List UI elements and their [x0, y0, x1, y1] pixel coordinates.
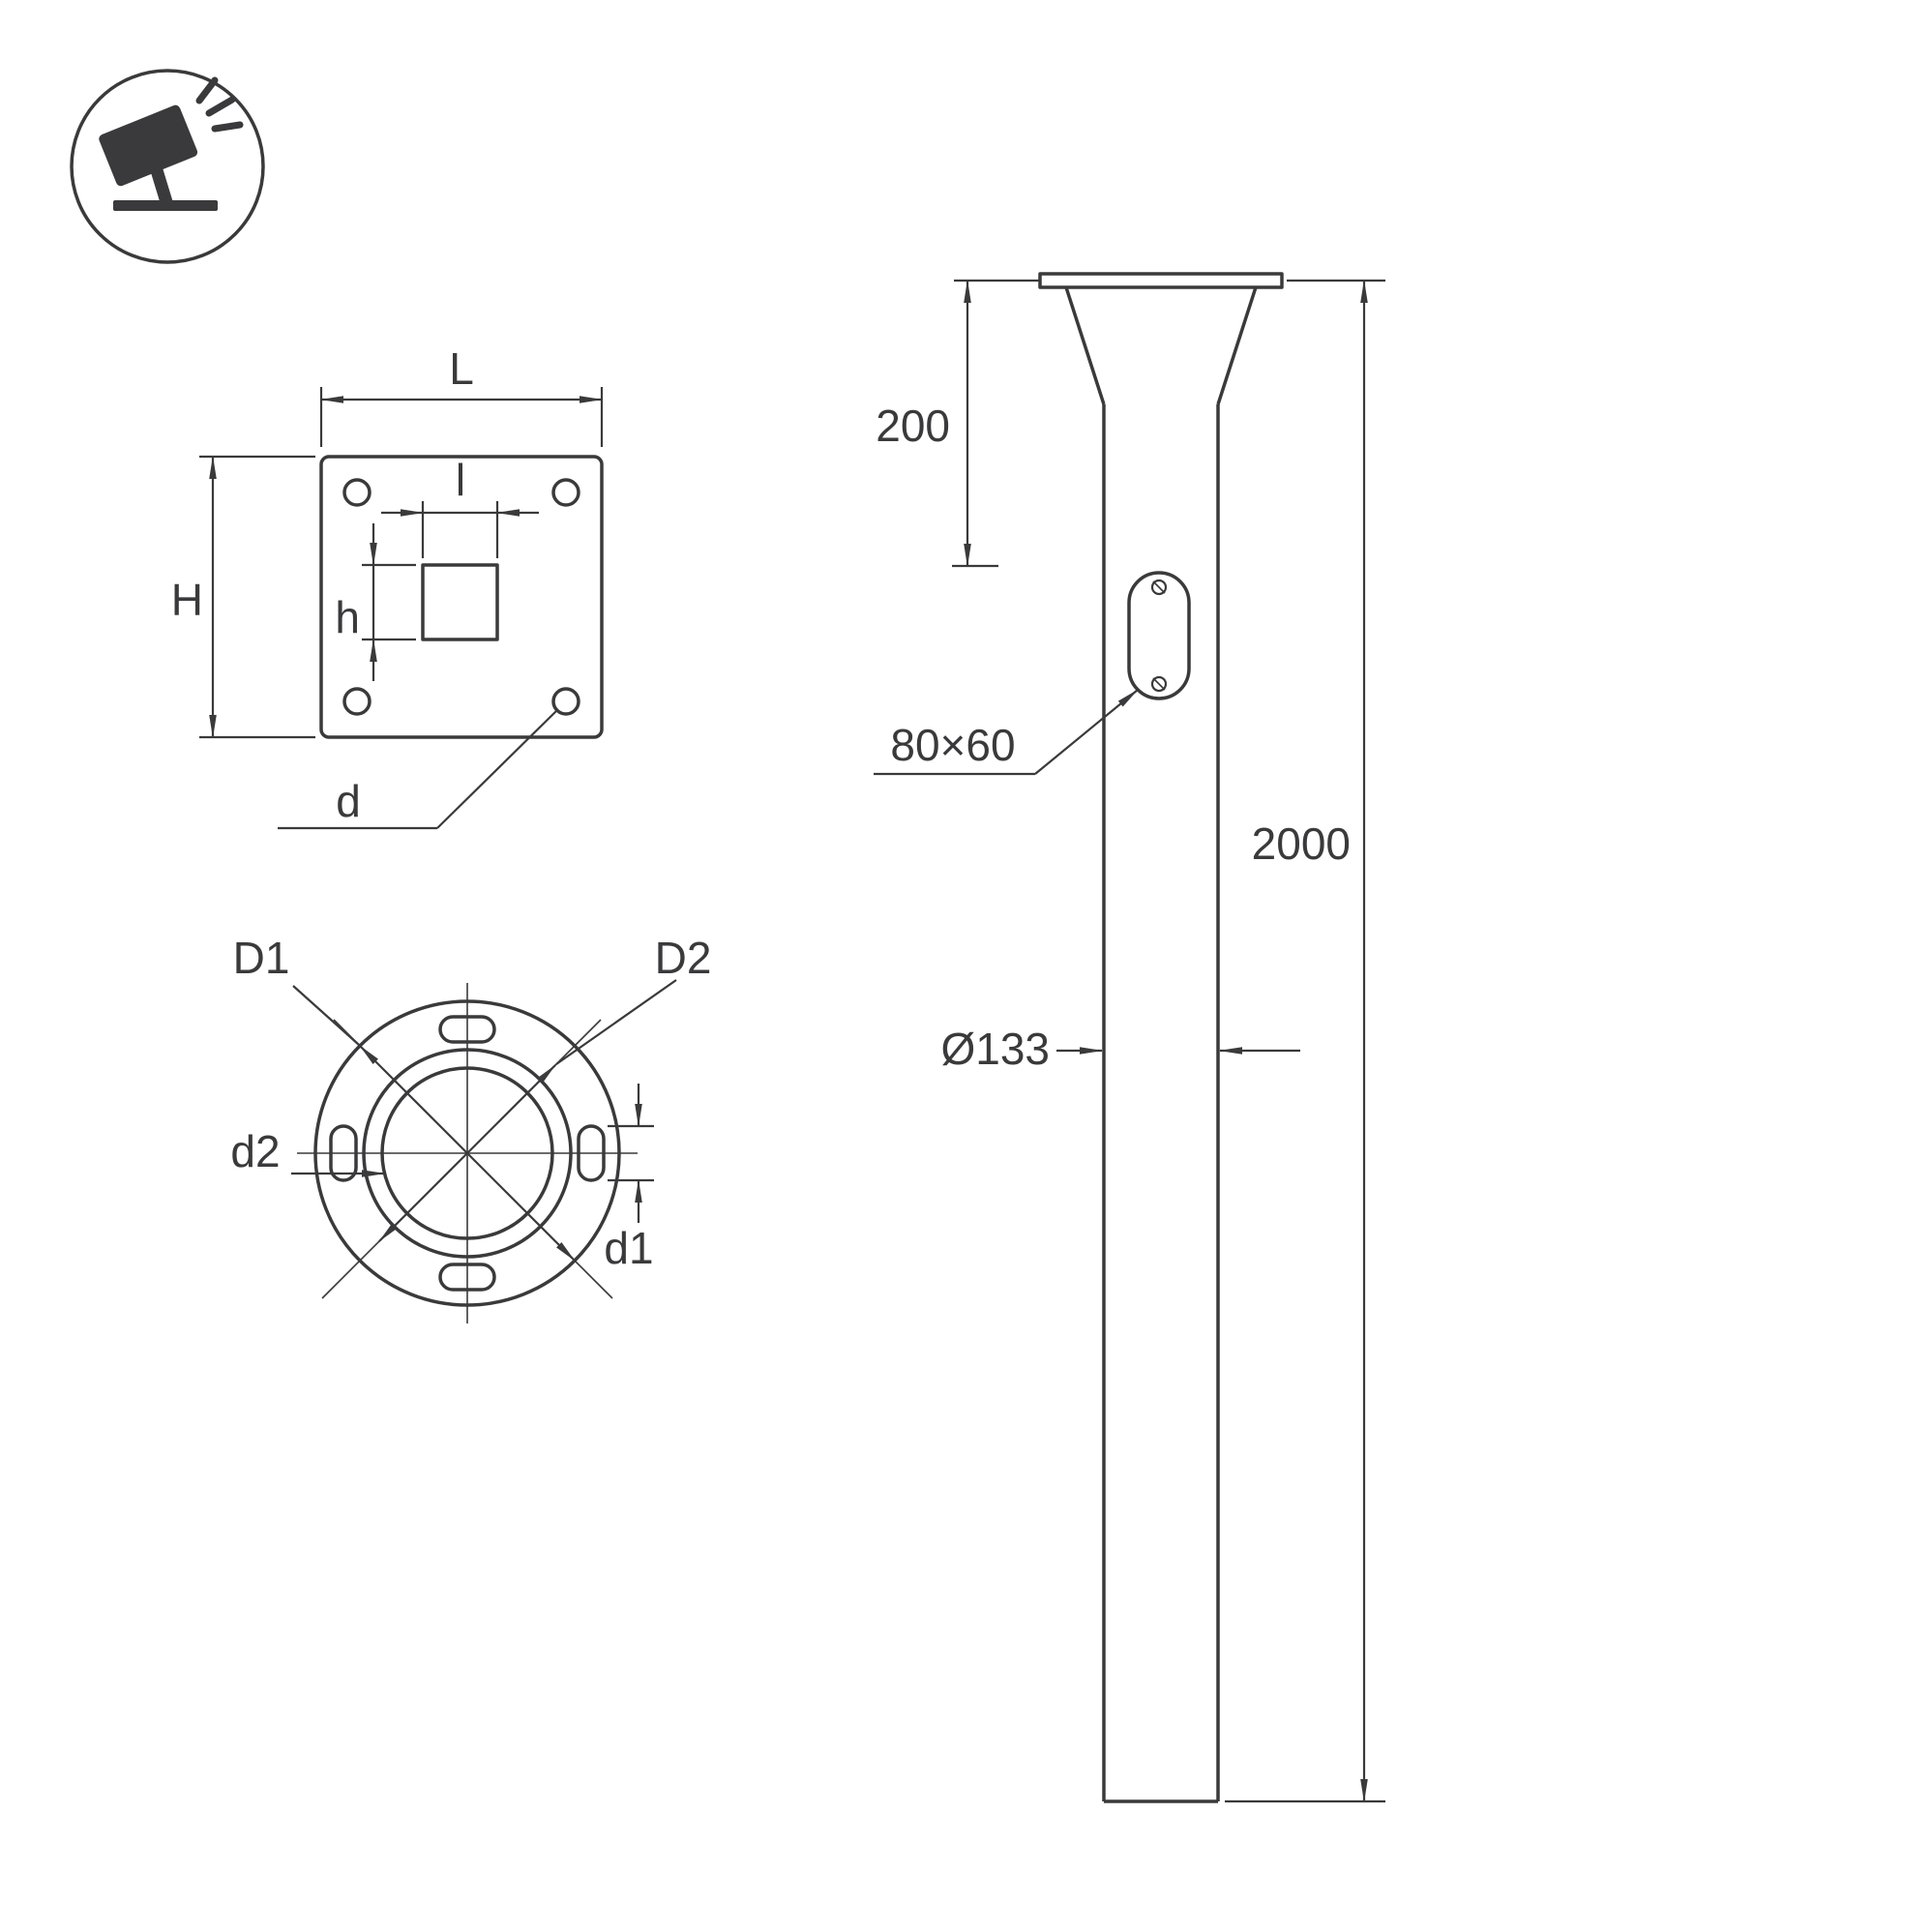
pole-funnel-left: [1064, 286, 1106, 405]
dim-label-pole-diameter: Ø133: [940, 1024, 1050, 1074]
leader-arrow: [1034, 689, 1139, 775]
dim-line-D2: [378, 1064, 556, 1242]
dim-label-inner-width: l: [456, 455, 465, 505]
leader-line: [436, 708, 559, 829]
screw-icon: [1150, 579, 1168, 596]
light-ray-icon: [205, 96, 236, 117]
screw-icon: [1150, 675, 1168, 693]
floodlight-body: [99, 104, 198, 187]
plate-outline: [319, 455, 604, 739]
dim-label-plate-height: H: [171, 575, 203, 625]
floodlight-icon: [70, 69, 265, 264]
plate-top-view: L H l h d: [171, 343, 604, 830]
leader-line: [555, 979, 677, 1065]
dim-label-top-offset: 200: [876, 401, 950, 451]
pole-top-plate: [1038, 272, 1284, 289]
dim-label-slot-size: d1: [604, 1223, 653, 1273]
dim-label-inner-height: h: [335, 592, 360, 642]
plate-corner-hole: [342, 687, 372, 716]
plate-inner-square: [421, 563, 499, 641]
dim-label-hole-diameter: d: [336, 776, 361, 826]
pole-side-view: 200 80×60 Ø133 2000: [874, 272, 1385, 1803]
flange-bottom-view: D1 D2 d2 d1: [230, 933, 711, 1323]
access-hole: [1127, 571, 1191, 700]
plate-corner-hole: [342, 478, 372, 507]
leader-line: [292, 985, 360, 1046]
floodlight-base: [113, 200, 218, 211]
dim-label-bore-diameter: d2: [230, 1126, 280, 1176]
dim-label-total-length: 2000: [1252, 818, 1351, 869]
floodlight-stem: [150, 168, 174, 207]
light-ray-icon: [211, 121, 244, 133]
plate-corner-hole: [551, 687, 580, 716]
screw-slot: [1152, 677, 1166, 691]
dim-label-bolt-circle-diameter: D2: [655, 933, 712, 983]
dim-label-access-hole-size: 80×60: [890, 720, 1015, 770]
dim-label-outer-diameter: D1: [233, 933, 290, 983]
light-ray-icon: [195, 76, 219, 104]
plate-corner-hole: [551, 478, 580, 507]
dim-label-plate-width: L: [449, 343, 474, 394]
pole-funnel-right: [1216, 286, 1258, 405]
icon-circle-border: [70, 69, 265, 264]
screw-slot: [1152, 580, 1166, 594]
